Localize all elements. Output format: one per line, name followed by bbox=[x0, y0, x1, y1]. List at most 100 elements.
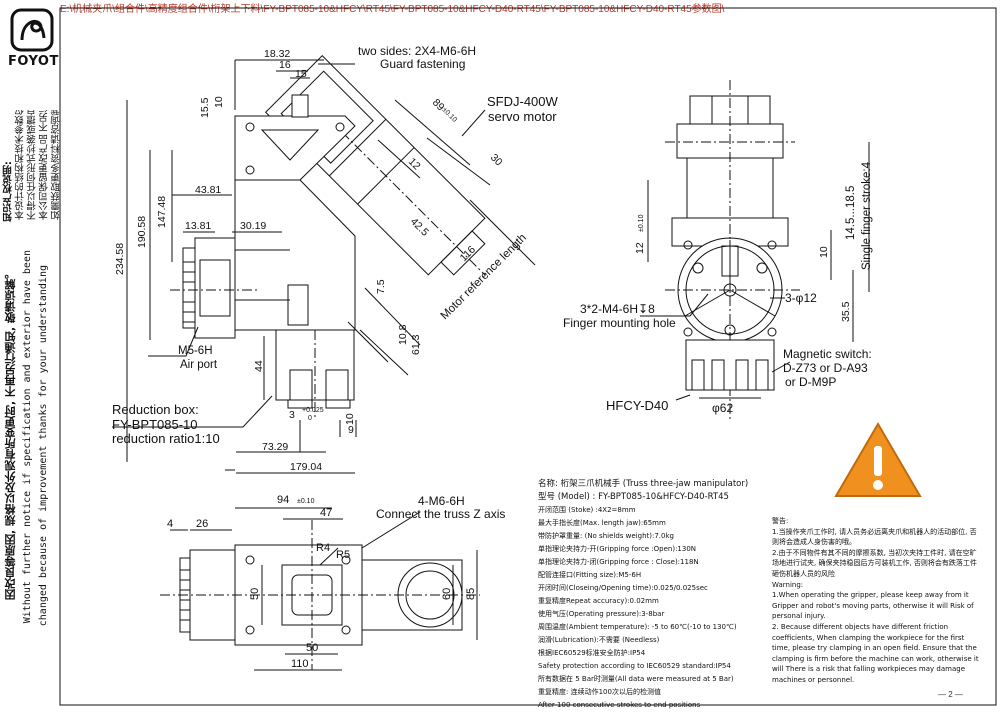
dim-30-19: 30.19 bbox=[240, 220, 266, 232]
warning-en-1: 1.When operating the gripper, please kee… bbox=[772, 591, 974, 621]
dim-9: 9 bbox=[348, 424, 354, 436]
dim-35-5: 35.5 bbox=[840, 301, 852, 322]
spec-iec-cn: 根据IEC60529标准安全防护:IP54 bbox=[538, 649, 646, 657]
spec-max-jaw: 最大手指长度(Max. length jaw):65mm bbox=[538, 519, 666, 527]
spec-temperature: 周围温度(Ambient temperature): -5 to 60℃(-10… bbox=[538, 623, 737, 631]
magnetic-option-2: or D-M9P bbox=[785, 375, 836, 389]
dim-147-48: 147.48 bbox=[156, 196, 168, 228]
dim-190-58: 190.58 bbox=[136, 216, 148, 248]
dim-13-81: 13.81 bbox=[185, 220, 211, 232]
reduction-box bbox=[234, 179, 356, 331]
logo bbox=[10, 8, 56, 57]
radius-r4: R4 bbox=[316, 542, 330, 554]
spec-lubrication: 润滑(Lubrication):不需要 (Needless) bbox=[538, 636, 660, 644]
m5-label: M5-6H bbox=[178, 345, 213, 357]
dim-10-c: 10 bbox=[818, 246, 830, 258]
dim-18-32: 18.32 bbox=[264, 48, 290, 60]
phi12-label: 3-φ12 bbox=[785, 291, 817, 305]
single-stroke-label: Single finger stroke:4 bbox=[861, 161, 873, 270]
warning-cn-1: 1.当操作夹爪工作时, 请人员务必远离夹爪和机器人的活动部位, 否则将会造成人身… bbox=[772, 527, 977, 547]
logo-mark-icon bbox=[10, 8, 54, 52]
dim-3-tol-upper: +0.025 bbox=[302, 407, 324, 414]
spec-repeat-en: After 100 consecutive strokes to end pos… bbox=[538, 701, 701, 709]
reduction-label: Reduction box: bbox=[112, 402, 199, 417]
dim-15: 15 bbox=[295, 68, 307, 80]
spec-data-note: 所有数据在 5 Bar时测量(All data were measured at… bbox=[538, 675, 734, 683]
dim-234-58: 234.58 bbox=[114, 243, 126, 275]
magnetic-title: Magnetic switch: bbox=[783, 347, 872, 361]
dim-15-5: 15.5 bbox=[199, 97, 211, 118]
air-port-label: Air port bbox=[180, 359, 218, 371]
finger-hole-label: Finger mounting hole bbox=[563, 316, 676, 330]
hfcy-label: HFCY-D40 bbox=[606, 398, 668, 413]
spec-stroke: 开闭范围 (Stoke) :4X2=8mm bbox=[538, 506, 636, 514]
dim-44: 44 bbox=[253, 360, 265, 372]
guard-window bbox=[260, 129, 320, 161]
bottom-view bbox=[160, 507, 480, 671]
dim-12-b-tol: ±0.10 bbox=[638, 214, 645, 232]
dim-50: 50 bbox=[249, 588, 261, 600]
dim-47: 47 bbox=[320, 507, 332, 519]
dim-179-04: 179.04 bbox=[290, 461, 322, 473]
spec-pressure: 使用气压(Operating pressure):3-8bar bbox=[538, 610, 665, 618]
dim-10-8: 10.8 bbox=[397, 324, 409, 345]
dim-30: 30 bbox=[488, 152, 505, 169]
dim-16: 16 bbox=[279, 59, 291, 71]
servo-model-label: SFDJ-400W bbox=[487, 94, 559, 109]
gripper-flange bbox=[194, 237, 236, 339]
warning-block: 警告: 1.当操作夹爪工作时, 请人员务必远离夹爪和机器人的活动部位, 否则将会… bbox=[772, 516, 982, 686]
dim-94-tol: ±0.10 bbox=[297, 498, 315, 505]
spec-open-force: 单指理论夹持力-开(Gripping force :Open):130N bbox=[538, 545, 697, 553]
spec-weight: 带防护罩重量: (No shields weight):7.0kg bbox=[538, 532, 674, 540]
servo-label: servo motor bbox=[488, 109, 557, 124]
spec-name: 名称: 桁架三爪机械手 (Truss three-jaw manipulator… bbox=[538, 479, 749, 489]
dim-3-tol-lower: 0 bbox=[308, 415, 312, 422]
gripper-body bbox=[275, 329, 355, 401]
warning-en-title: Warning: bbox=[772, 580, 804, 589]
spec-fitting: 配管连接口(Fitting size):M5-6H bbox=[538, 571, 642, 579]
main-view bbox=[112, 54, 536, 474]
dim-94: 94 bbox=[277, 494, 289, 506]
servo-motor-body bbox=[264, 54, 486, 276]
brand-name: FOYOT bbox=[8, 54, 59, 69]
front-view bbox=[640, 80, 870, 420]
guard-label: Guard fastening bbox=[380, 57, 465, 71]
single-stroke-range: 14.5...18.5 bbox=[845, 186, 857, 240]
spec-close-force: 单指理论夹持力-闭(Gripping force : Close):118N bbox=[538, 558, 699, 566]
dim-60: 60 bbox=[441, 588, 453, 600]
dim-85: 85 bbox=[465, 588, 477, 600]
dim-73-29: 73.29 bbox=[262, 441, 288, 453]
page-number: — 2 — bbox=[938, 690, 963, 699]
two-sides-label: two sides: 2X4-M6-6H bbox=[358, 44, 476, 58]
connect-label: Connect the truss Z axis bbox=[376, 507, 505, 521]
front-view-labels: 3*2-M4-6H↧8 Finger mounting hole 3-φ12 M… bbox=[563, 291, 872, 413]
phi62-label: φ62 bbox=[712, 401, 733, 415]
dim-3: 3 bbox=[289, 409, 295, 421]
dim-50-b: 50 bbox=[306, 642, 318, 654]
reduction-ratio-label: reduction ratio1:10 bbox=[112, 431, 220, 446]
dim-26: 26 bbox=[196, 518, 208, 530]
spec-accuracy: 重复精度Repeat accuracy):0.02mm bbox=[538, 597, 659, 605]
warning-triangle-icon bbox=[834, 422, 922, 497]
spec-repeat-cn: 重复精度: 连续动作100次以后的检测值 bbox=[538, 688, 661, 696]
finger-hole-spec: 3*2-M4-6H↧8 bbox=[580, 302, 655, 316]
magnetic-option-1: D-Z73 or D-A93 bbox=[783, 361, 868, 375]
dim-10-b: 10 bbox=[344, 413, 356, 425]
dim-10-a: 10 bbox=[213, 96, 225, 108]
warning-title: 警告: bbox=[772, 517, 789, 525]
m6-label: 4-M6-6H bbox=[418, 494, 465, 508]
spec-model: 型号 (Model) : FY-BPT085-10&HFCY-D40-RT45 bbox=[538, 492, 729, 502]
dim-7-5: 7.5 bbox=[375, 279, 387, 294]
spec-list: 名称: 桁架三爪机械手 (Truss three-jaw manipulator… bbox=[538, 478, 766, 712]
spec-time: 开闭时间(Closeing/Opening time):0.025/0.025s… bbox=[538, 584, 708, 592]
nameplate bbox=[287, 284, 309, 326]
guard-bracket bbox=[234, 115, 356, 181]
spec-iec-en: Safety protection according to IEC60529 … bbox=[538, 662, 731, 670]
dim-4: 4 bbox=[167, 518, 173, 530]
dim-89-tol: ±0.10 bbox=[441, 106, 458, 123]
radius-r5: R5 bbox=[336, 549, 350, 561]
dim-110: 110 bbox=[291, 658, 309, 670]
dim-61-3: 61.3 bbox=[410, 334, 422, 355]
file-path-text: E:\机械夹爪\组合件\高精度组合件\桁架上下料\FY-BPT085-10&HF… bbox=[60, 4, 725, 15]
